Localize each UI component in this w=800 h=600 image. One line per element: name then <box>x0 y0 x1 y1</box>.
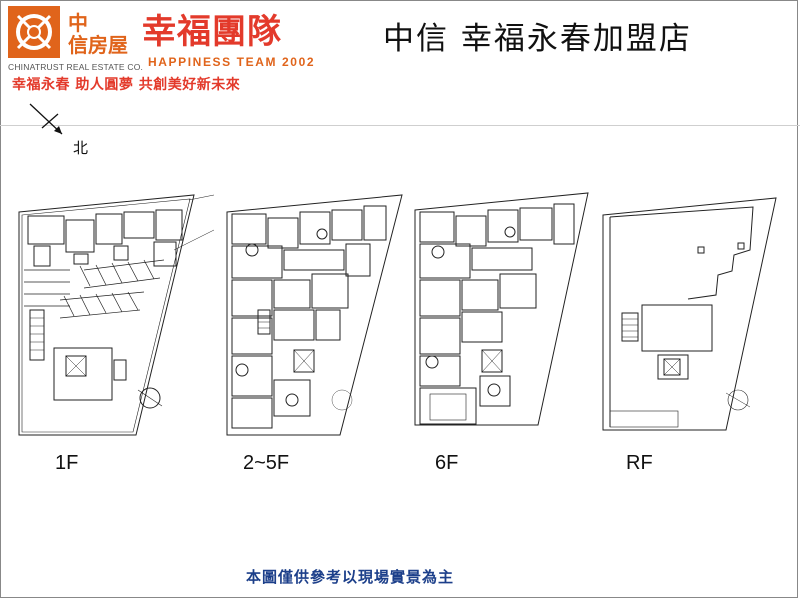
store-title: 中信 幸福永春加盟店 <box>383 21 692 57</box>
slogan: 幸福永春 助人圓夢 共創美好新未來 <box>12 77 241 93</box>
north-label: 北 <box>73 139 89 157</box>
disclaimer-note: 本圖僅供參考以現場實景為主 <box>246 568 455 586</box>
floor-plan-2-5f <box>226 194 403 436</box>
header-divider <box>0 125 800 126</box>
logo-mark-icon <box>8 6 60 58</box>
brand-name-cn: 中 信房屋 <box>68 11 128 57</box>
floor-label-1f: 1F <box>55 452 79 474</box>
floor-label-rf: RF <box>626 452 653 474</box>
floor-plan-6f <box>414 192 589 426</box>
brand-name-en: CHINATRUST REAL ESTATE CO. <box>8 62 144 72</box>
floor-plan-rf <box>602 197 777 431</box>
team-name-cn: 幸福團隊 <box>142 12 282 52</box>
floor-label-2-5f: 2~5F <box>243 452 290 474</box>
floor-label-6f: 6F <box>435 452 459 474</box>
north-arrow-icon <box>29 103 63 135</box>
team-name-en: HAPPINESS TEAM 2002 <box>148 55 316 69</box>
floor-plan-1f <box>18 194 214 436</box>
company-logo: 中 信房屋 幸福團隊 CHINATRUST REAL ESTATE CO. HA… <box>8 6 338 93</box>
